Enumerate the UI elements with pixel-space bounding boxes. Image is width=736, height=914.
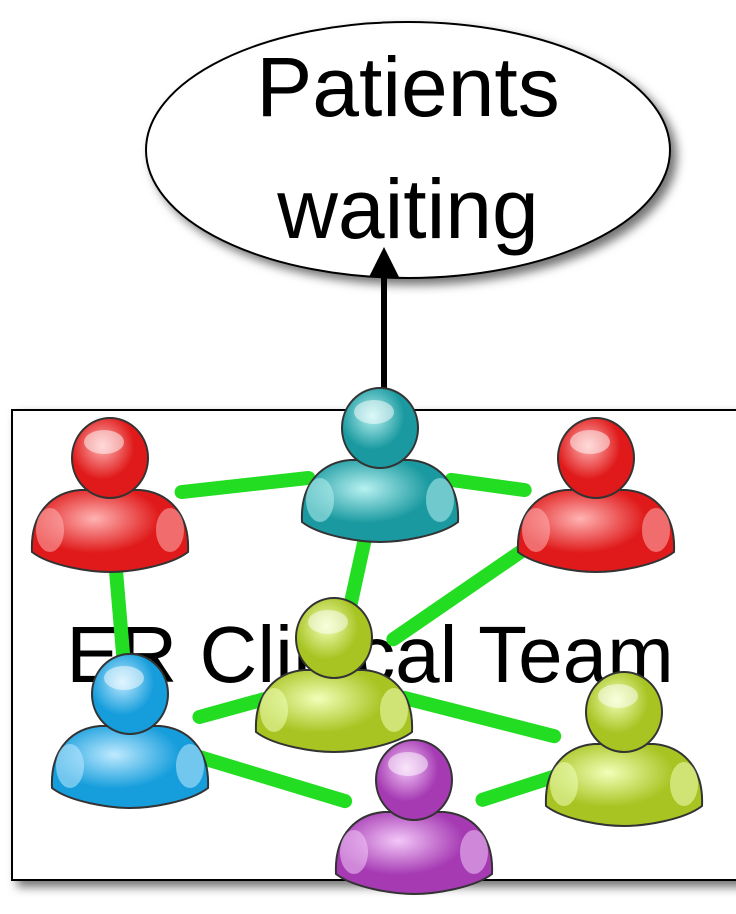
link-green-center-green-right (396, 690, 562, 744)
person-red-left-icon (30, 417, 190, 574)
person-green-right-icon (544, 671, 704, 828)
links-layer (109, 470, 563, 809)
link-teal-top-red-right (444, 472, 532, 498)
link-red-left-blue-left (109, 564, 131, 672)
link-green-center-blue-left (192, 692, 272, 724)
bubble-line-1: Patients (256, 40, 560, 134)
link-blue-left-purple-bottom (191, 749, 353, 809)
link-teal-top-green-center (342, 533, 372, 617)
people-layer (30, 387, 704, 896)
person-green-center-icon (254, 597, 414, 754)
person-red-right-icon (516, 417, 676, 574)
person-purple-bottom-icon (334, 739, 494, 896)
link-purple-bottom-green-right (475, 769, 563, 807)
bubble-line-2: waiting (276, 162, 538, 256)
link-red-left-teal-top (174, 470, 316, 500)
link-red-right-green-center (386, 533, 544, 647)
person-blue-left-icon (50, 653, 210, 810)
patients-waiting-bubble (145, 21, 671, 279)
person-teal-top-icon (300, 387, 460, 544)
